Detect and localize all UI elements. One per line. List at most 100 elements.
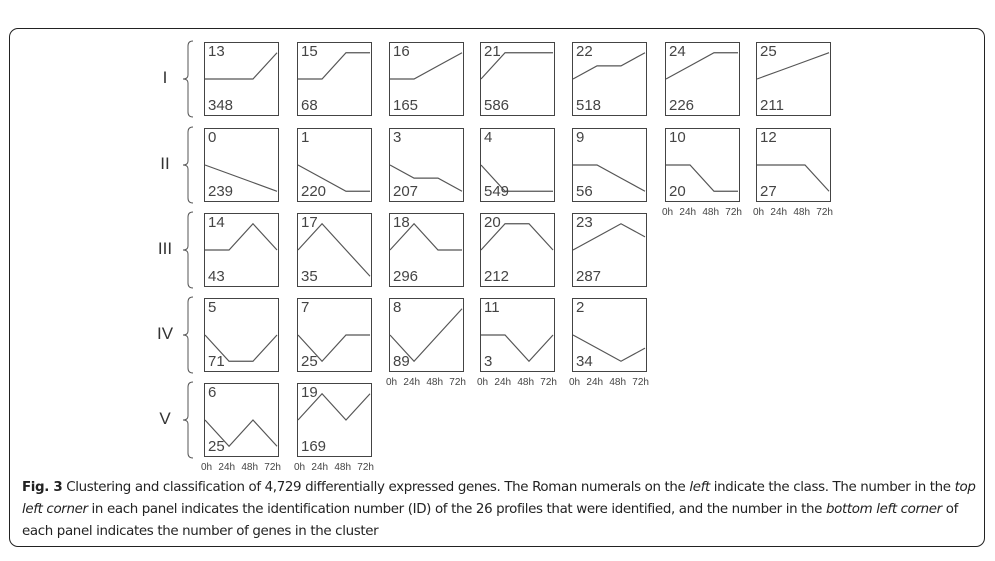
gene-count: 226 (669, 97, 695, 114)
profile-line (665, 52, 739, 80)
figure-caption: Fig. 3 Clustering and classification of … (22, 477, 977, 543)
class-label: I (162, 68, 168, 87)
brace-icon (182, 40, 194, 118)
time-tick-label: 48h (609, 377, 627, 388)
gene-count: 68 (301, 97, 318, 114)
gene-count: 89 (393, 353, 410, 370)
profile-panel: 24 226 (665, 42, 740, 116)
profile-id: 24 (669, 43, 686, 60)
time-tick-label: 48h (702, 207, 720, 218)
profile-line (481, 334, 554, 363)
time-tick-label: 24h (586, 377, 604, 388)
gene-count: 35 (301, 268, 318, 285)
time-tick-label: 72h (725, 207, 742, 218)
time-tick-label: 24h (403, 377, 421, 388)
gene-count: 27 (760, 183, 777, 200)
profile-panel: 7 25 (297, 298, 372, 372)
profile-line (390, 52, 463, 80)
time-tick-label: 0h (753, 207, 765, 218)
profile-panel: 18 296 (389, 213, 464, 287)
profile-line (572, 223, 646, 251)
time-tick-label: 48h (517, 377, 535, 388)
gene-count: 3 (484, 353, 493, 370)
gene-count: 169 (301, 438, 327, 455)
time-tick-label: 48h (334, 462, 352, 473)
caption-emphasis: left (689, 480, 710, 495)
profile-id: 25 (760, 43, 777, 60)
time-tick-label: 72h (264, 462, 281, 473)
profile-id: 3 (393, 129, 402, 146)
gene-count: 296 (393, 268, 419, 285)
time-tick-label: 72h (357, 462, 374, 473)
brace-icon (182, 211, 194, 289)
brace-icon (182, 381, 194, 459)
profile-line (757, 164, 830, 192)
profile-line (297, 392, 371, 421)
gene-count: 586 (484, 97, 510, 114)
gene-count: 549 (484, 183, 510, 200)
profile-id: 20 (484, 214, 501, 231)
caption-text: indicate the class. The number in the (709, 480, 955, 495)
caption-label: Fig. 3 (22, 480, 63, 495)
profile-id: 7 (301, 299, 310, 316)
time-tick-label: 72h (632, 377, 649, 388)
profile-panel: 10 20 (665, 128, 740, 202)
profile-id: 23 (576, 214, 593, 231)
profile-line (204, 164, 278, 192)
gene-count: 25 (301, 353, 318, 370)
brace-icon (182, 296, 194, 374)
caption-text: Clustering and classification of 4,729 d… (62, 480, 690, 495)
profile-line (480, 223, 554, 251)
profile-id: 1 (301, 129, 310, 146)
profile-id: 17 (301, 214, 318, 231)
profile-id: 22 (576, 43, 593, 60)
time-tick-label: 0h (662, 207, 674, 218)
time-tick-label: 0h (294, 462, 306, 473)
profile-id: 8 (393, 299, 402, 316)
profile-id: 18 (393, 214, 410, 231)
time-tick-label: 24h (770, 207, 788, 218)
gene-count: 207 (393, 183, 419, 200)
profile-panel: 12 27 (756, 128, 831, 202)
profile-id: 13 (208, 43, 225, 60)
profile-id: 4 (484, 129, 493, 146)
gene-count: 348 (208, 97, 234, 114)
brace-icon (182, 126, 194, 204)
profile-id: 21 (484, 43, 501, 60)
profile-id: 10 (669, 129, 686, 146)
profile-panel: 21 586 (480, 42, 555, 116)
time-tick-label: 24h (218, 462, 236, 473)
profile-line (205, 222, 278, 251)
profile-line (298, 52, 371, 80)
time-tick-label: 48h (426, 377, 444, 388)
time-tick-label: 0h (569, 377, 581, 388)
profile-line (572, 334, 646, 362)
gene-count: 20 (669, 183, 686, 200)
profile-line (389, 222, 463, 251)
class-label: IV (156, 324, 174, 343)
profile-panel: 8 89 (389, 298, 464, 372)
time-tick-label: 72h (816, 207, 833, 218)
profile-id: 15 (301, 43, 318, 60)
profile-line (204, 334, 278, 362)
profile-id: 12 (760, 129, 777, 146)
profile-panel: 4 549 (480, 128, 555, 202)
profile-line (480, 52, 554, 80)
gene-count: 25 (208, 438, 225, 455)
gene-count: 220 (301, 183, 327, 200)
figure-frame (9, 28, 985, 547)
time-tick-label: 72h (540, 377, 557, 388)
class-label: II (160, 154, 170, 173)
time-tick-label: 24h (494, 377, 512, 388)
